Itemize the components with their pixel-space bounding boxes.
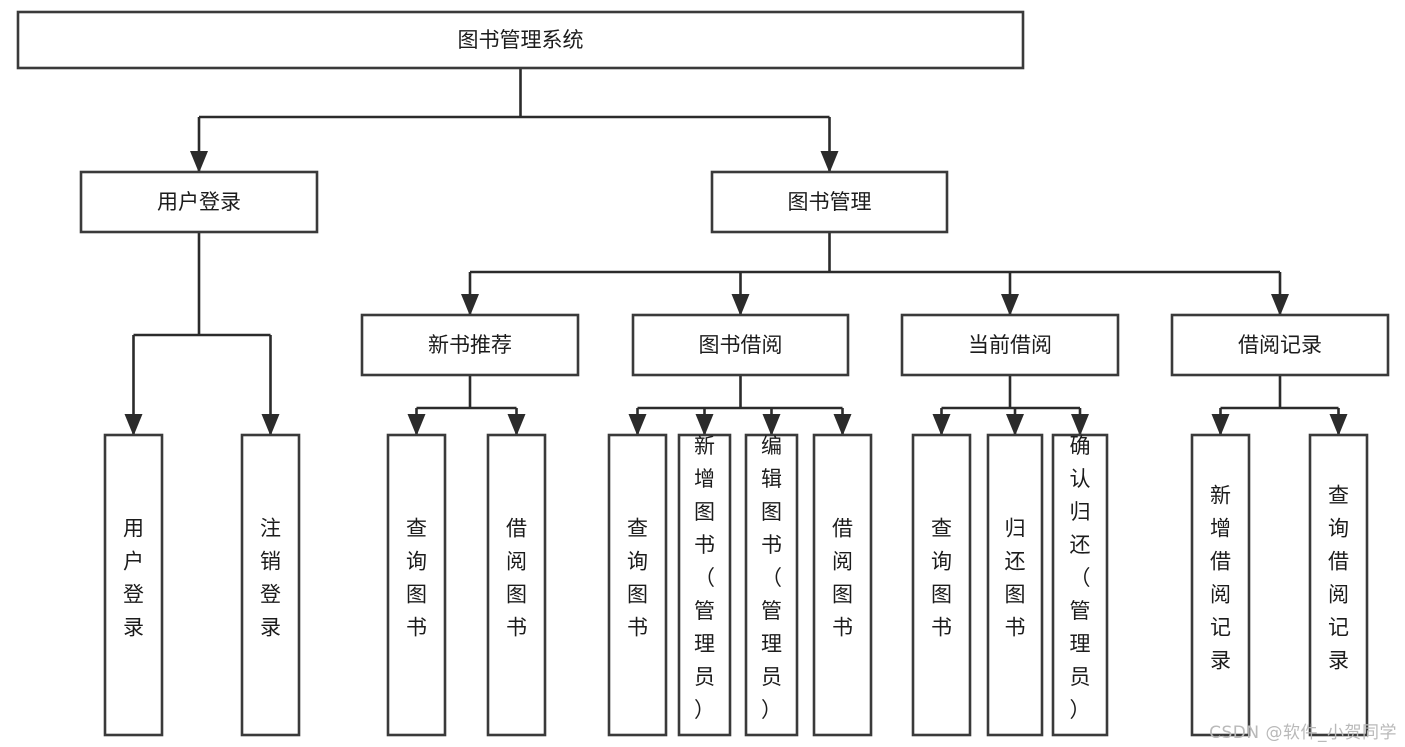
node-借阅图书[interactable]: 借阅图书 bbox=[486, 433, 547, 737]
node-label: 图书管理 bbox=[788, 190, 872, 214]
arrow-head bbox=[820, 151, 839, 173]
node-label: 查询图书 bbox=[931, 517, 952, 640]
node-查询图书[interactable]: 查询图书 bbox=[911, 433, 972, 737]
node-label: 确认归还（管理员） bbox=[1070, 434, 1091, 722]
arrow-head bbox=[1271, 294, 1289, 316]
node-label: 注销登录 bbox=[260, 517, 281, 640]
node-label: 当前借阅 bbox=[968, 333, 1052, 357]
node-box bbox=[240, 433, 301, 737]
node-label: 图书管理系统 bbox=[458, 28, 584, 52]
node-查询图书[interactable]: 查询图书 bbox=[607, 433, 668, 737]
node-box bbox=[1051, 433, 1109, 737]
node-编辑图书管理员[interactable]: 编辑图书（管理员） bbox=[744, 433, 799, 737]
node-label: 编辑图书（管理员） bbox=[761, 434, 782, 722]
node-用户登录[interactable]: 用户登录 bbox=[79, 170, 319, 234]
node-layer: 图书管理系统用户登录用户登录注销登录图书管理新书推荐查询图书借阅图书图书借阅查询… bbox=[16, 10, 1390, 737]
node-label: 图书借阅 bbox=[699, 333, 783, 357]
node-box bbox=[360, 313, 580, 377]
node-确认归还管理员[interactable]: 确认归还（管理员） bbox=[1051, 433, 1109, 737]
node-查询图书[interactable]: 查询图书 bbox=[386, 433, 447, 737]
node-图书管理[interactable]: 图书管理 bbox=[710, 170, 949, 234]
node-label: 用户登录 bbox=[157, 190, 241, 214]
node-box bbox=[1190, 433, 1251, 737]
arrow-head bbox=[1329, 414, 1348, 436]
node-box bbox=[986, 433, 1044, 737]
node-label: 借阅图书 bbox=[832, 517, 853, 640]
node-借阅图书[interactable]: 借阅图书 bbox=[812, 433, 873, 737]
node-label: 归还图书 bbox=[1005, 517, 1026, 640]
node-box bbox=[631, 313, 850, 377]
arrow-head bbox=[461, 294, 479, 316]
node-新增借阅记录[interactable]: 新增借阅记录 bbox=[1190, 433, 1251, 737]
node-当前借阅[interactable]: 当前借阅 bbox=[900, 313, 1120, 377]
node-box bbox=[607, 433, 668, 737]
arrow-head bbox=[932, 414, 951, 436]
arrow-head bbox=[1211, 414, 1230, 436]
csdn-watermark: CSDN @软件_小贺同学 bbox=[1209, 723, 1397, 743]
node-label: 借阅图书 bbox=[506, 517, 527, 640]
arrow-head bbox=[261, 414, 280, 436]
node-图书借阅[interactable]: 图书借阅 bbox=[631, 313, 850, 377]
arrow-head bbox=[731, 294, 750, 316]
node-label: 新增借阅记录 bbox=[1210, 484, 1231, 673]
node-box bbox=[710, 170, 949, 234]
node-box bbox=[486, 433, 547, 737]
arrow-head bbox=[762, 414, 781, 436]
node-box bbox=[900, 313, 1120, 377]
node-box bbox=[1170, 313, 1390, 377]
node-box bbox=[911, 433, 972, 737]
arrow-head bbox=[628, 414, 647, 436]
node-注销登录[interactable]: 注销登录 bbox=[240, 433, 301, 737]
node-label: 查询图书 bbox=[406, 517, 427, 640]
node-借阅记录[interactable]: 借阅记录 bbox=[1170, 313, 1390, 377]
node-新增图书管理员[interactable]: 新增图书（管理员） bbox=[677, 433, 732, 737]
node-label: 查询图书 bbox=[627, 517, 648, 640]
arrow-head bbox=[1071, 414, 1089, 436]
arrow-head bbox=[407, 414, 426, 436]
arrow-head bbox=[1006, 414, 1024, 436]
node-label: 借阅记录 bbox=[1238, 333, 1322, 357]
node-归还图书[interactable]: 归还图书 bbox=[986, 433, 1044, 737]
node-box bbox=[744, 433, 799, 737]
node-box bbox=[79, 170, 319, 234]
arrow-head bbox=[1001, 294, 1019, 316]
node-查询借阅记录[interactable]: 查询借阅记录 bbox=[1308, 433, 1369, 737]
node-新书推荐[interactable]: 新书推荐 bbox=[360, 313, 580, 377]
node-label: 用户登录 bbox=[123, 517, 144, 640]
node-box bbox=[812, 433, 873, 737]
node-图书管理系统[interactable]: 图书管理系统 bbox=[16, 10, 1025, 70]
node-用户登录[interactable]: 用户登录 bbox=[103, 433, 164, 737]
arrow-head bbox=[124, 414, 143, 436]
arrow-head bbox=[507, 414, 526, 436]
node-label: 查询借阅记录 bbox=[1328, 484, 1349, 673]
node-label: 新增图书（管理员） bbox=[694, 434, 715, 722]
node-box bbox=[677, 433, 732, 737]
arrow-head bbox=[833, 414, 852, 436]
node-box bbox=[103, 433, 164, 737]
node-label: 新书推荐 bbox=[428, 333, 512, 357]
node-box bbox=[1308, 433, 1369, 737]
arrow-head bbox=[190, 151, 208, 173]
arrow-head bbox=[695, 414, 714, 436]
connector-layer bbox=[124, 68, 1348, 436]
node-box bbox=[16, 10, 1025, 70]
node-box bbox=[386, 433, 447, 737]
